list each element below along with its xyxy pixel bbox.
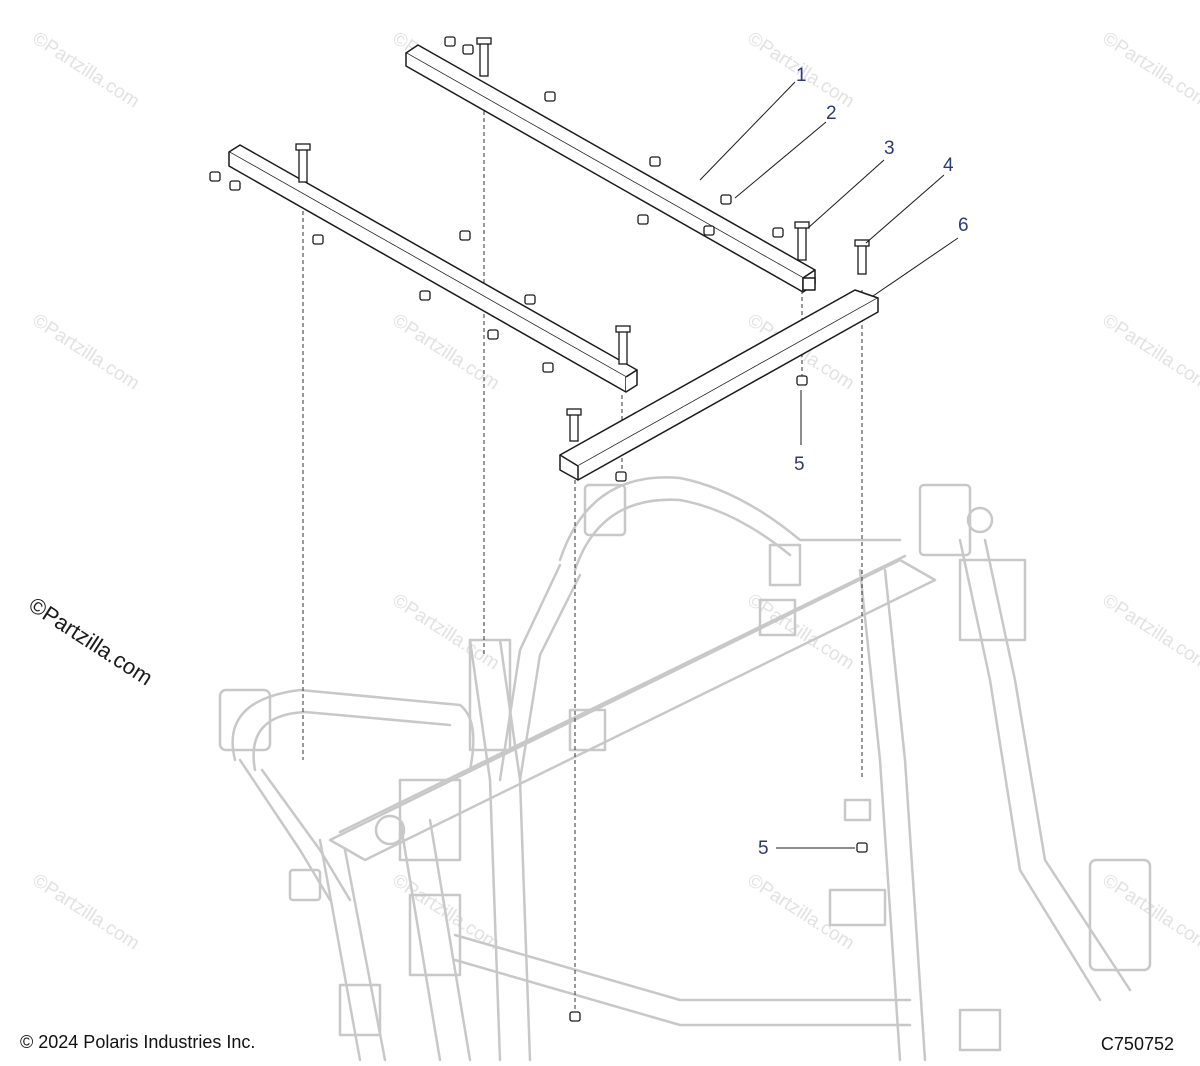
callout-5a[interactable]: 5 — [794, 454, 805, 475]
nuts — [209, 36, 868, 1022]
callout-1[interactable]: 1 — [796, 65, 807, 86]
part-1-upper-bar — [405, 44, 816, 293]
callout-4[interactable]: 4 — [943, 155, 954, 176]
diagram-code: C750752 — [1100, 1034, 1174, 1054]
part-left-bar — [228, 144, 638, 393]
callout-5b[interactable]: 5 — [758, 838, 769, 859]
copyright-text: © 2024 Polaris Industries Inc. — [20, 1032, 256, 1052]
callout-3[interactable]: 3 — [884, 138, 895, 159]
callout-2[interactable]: 2 — [826, 103, 837, 124]
leader-lines — [699, 81, 959, 849]
callout-6[interactable]: 6 — [958, 215, 969, 236]
vehicle-frame — [218, 476, 1152, 1062]
bolts — [295, 37, 870, 442]
part-6-cross-bar — [559, 289, 879, 481]
